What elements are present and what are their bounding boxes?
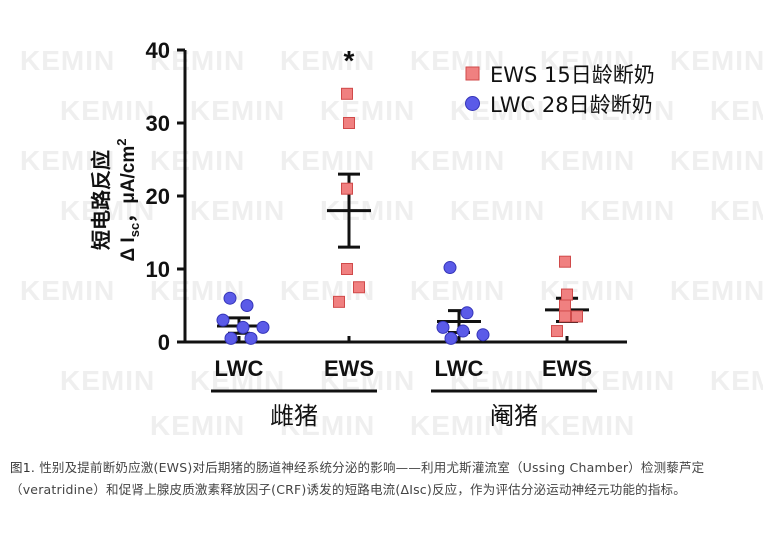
y-axis-label-line1: 短电路反应 bbox=[89, 150, 113, 250]
watermark-logo: KEMIN bbox=[710, 195, 763, 226]
watermark-logo: KEMIN bbox=[540, 45, 635, 76]
data-point-square bbox=[353, 281, 365, 294]
data-point-circle bbox=[476, 328, 490, 342]
data-point-square bbox=[341, 263, 353, 275]
watermark-logo: KEMIN bbox=[280, 145, 375, 176]
watermark-logo: KEMIN bbox=[450, 95, 545, 126]
y-tick-label: 30 bbox=[146, 111, 170, 136]
watermark-logo: KEMIN bbox=[410, 145, 505, 176]
data-point-square bbox=[551, 325, 563, 338]
watermark-logo: KEMIN bbox=[280, 410, 375, 441]
watermark-logo: KEMIN bbox=[580, 95, 675, 126]
watermark-logo: KEMIN bbox=[670, 45, 763, 76]
sex-group-label: 阉猪 bbox=[490, 402, 538, 430]
watermark-logo: KEMIN bbox=[320, 95, 415, 126]
y-ticks: 0 10 20 30 40 bbox=[146, 38, 185, 355]
x-tick-label: LWC bbox=[435, 356, 484, 381]
watermark-logo: KEMIN bbox=[150, 145, 245, 176]
legend-label: LWC 28日龄断奶 bbox=[490, 93, 653, 117]
data-point-circle bbox=[456, 324, 470, 338]
data-point-square bbox=[341, 182, 353, 195]
watermark-logo: KEMIN bbox=[20, 145, 115, 176]
data-point-square bbox=[559, 255, 571, 268]
data-point-circle bbox=[216, 313, 230, 327]
watermark-logo: KEMIN bbox=[410, 410, 505, 441]
watermark-logo: KEMIN bbox=[410, 275, 505, 306]
watermark-logo: KEMIN bbox=[280, 45, 375, 76]
watermark-logo: KEMIN bbox=[410, 45, 505, 76]
watermark-logo: KEMIN bbox=[540, 410, 635, 441]
data-point-square bbox=[559, 299, 571, 312]
x-tick-label: EWS bbox=[324, 356, 374, 381]
watermark-logo: KEMIN bbox=[670, 145, 763, 176]
watermark-logo: KEMIN bbox=[60, 195, 155, 226]
watermark-logo: KEMIN bbox=[60, 365, 155, 396]
watermark-logo: KEMIN bbox=[150, 45, 245, 76]
x-tick-label: EWS bbox=[542, 356, 592, 381]
y-axis-label-line2: Δ Isc，μA/cm2 bbox=[114, 138, 142, 261]
data-point-circle bbox=[460, 306, 474, 320]
legend-marker-square bbox=[465, 66, 480, 81]
figure-caption: 图1. 性别及提前断奶应激(EWS)对后期猪的肠道神经系统分泌的影响——利用尤斯… bbox=[10, 457, 755, 501]
data-point-circle bbox=[256, 320, 270, 334]
data-point-circle bbox=[444, 331, 458, 345]
data-point-circle bbox=[224, 331, 238, 345]
watermark-logo: KEMIN bbox=[150, 410, 245, 441]
y-axis-label: 短电路反应 Δ Isc，μA/cm2 bbox=[89, 138, 142, 261]
data-point-circle bbox=[436, 320, 450, 334]
watermark-logo: KEMIN bbox=[190, 95, 285, 126]
watermark-logo: KEMIN bbox=[450, 195, 545, 226]
data-point-square bbox=[333, 295, 345, 308]
watermark-logo: KEMIN bbox=[540, 145, 635, 176]
data-point-circle bbox=[443, 261, 457, 275]
watermark-logo: KEMIN bbox=[580, 195, 675, 226]
data-point-circle bbox=[244, 331, 258, 345]
caption-label: 图1. bbox=[10, 460, 40, 475]
data-point-square bbox=[571, 310, 583, 323]
watermark-logo: KEMIN bbox=[540, 275, 635, 306]
caption-text: 性别及提前断奶应激(EWS)对后期猪的肠道神经系统分泌的影响——利用尤斯灌流室（… bbox=[10, 460, 705, 497]
watermark-logo: KEMIN bbox=[60, 95, 155, 126]
data-point-square bbox=[341, 87, 353, 100]
data-points bbox=[216, 87, 583, 345]
data-point-square bbox=[559, 310, 571, 323]
data-point-square bbox=[343, 117, 355, 129]
legend-label: EWS 15日龄断奶 bbox=[490, 63, 655, 87]
data-point-square bbox=[561, 288, 573, 301]
data-point-circle bbox=[236, 320, 250, 334]
y-tick-label: 0 bbox=[158, 330, 170, 355]
watermark-logo: KEMIN bbox=[190, 195, 285, 226]
x-tick-labels: LWC EWS LWC EWS bbox=[215, 336, 592, 381]
significance-annotations: * bbox=[344, 45, 355, 76]
significance-asterisk: * bbox=[344, 45, 355, 76]
watermark-logo: KEMIN bbox=[20, 275, 115, 306]
y-tick-label: 20 bbox=[146, 184, 170, 209]
x-tick-label: LWC bbox=[215, 356, 264, 381]
legend-marker-circle bbox=[465, 96, 480, 111]
watermark-layer: KEMIN KEMIN KEMIN KEMIN KEMIN KEMIN KEMIN KEMIN… bbox=[20, 45, 763, 441]
watermark-logo: KEMIN bbox=[20, 45, 115, 76]
sex-group-bars: 雌猪 阉猪 bbox=[211, 389, 597, 430]
scatter-chart: KEMIN KEMIN KEMIN KEMIN KEMIN KEMIN KEMIN KEMIN… bbox=[20, 38, 763, 441]
watermark-logo: KEMIN bbox=[670, 275, 763, 306]
sex-group-label: 雌猪 bbox=[270, 402, 318, 430]
legend: EWS 15日龄断奶 LWC 28日龄断奶 bbox=[465, 63, 655, 117]
data-point-circle bbox=[240, 299, 254, 312]
y-tick-label: 10 bbox=[146, 257, 170, 282]
watermark-logo: KEMIN bbox=[710, 95, 763, 126]
watermark-logo: KEMIN bbox=[710, 365, 763, 396]
data-point-circle bbox=[223, 291, 237, 305]
y-tick-label: 40 bbox=[146, 38, 170, 63]
